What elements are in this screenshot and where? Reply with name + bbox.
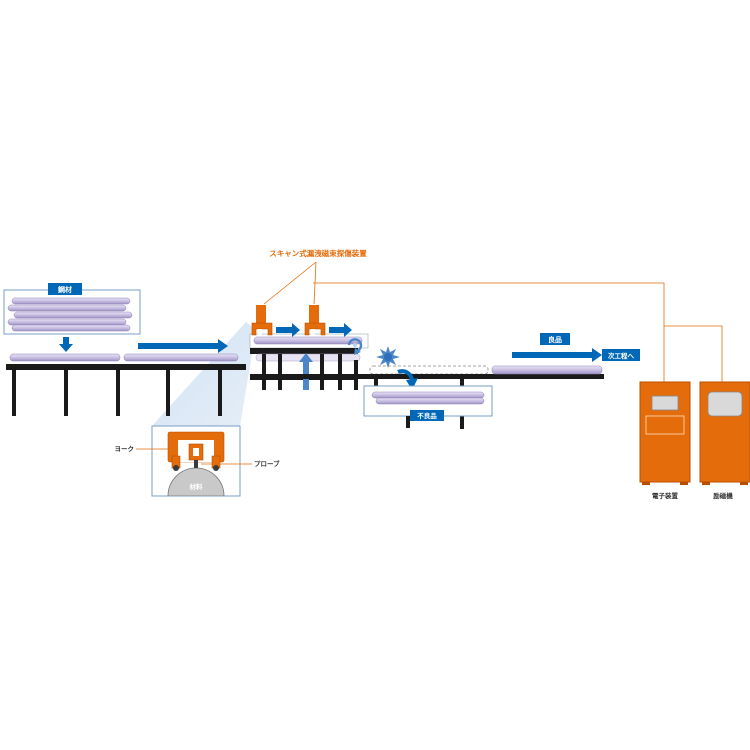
probe-label: プローブ bbox=[254, 459, 280, 468]
title-leader-lines bbox=[263, 261, 723, 382]
raw-material-pipes bbox=[7, 297, 133, 332]
scan-head-2 bbox=[304, 305, 326, 336]
scan-head-1 bbox=[251, 305, 273, 336]
magnetizer-cabinet bbox=[699, 381, 750, 485]
arrow-right-icon bbox=[276, 323, 300, 337]
arrow-right-icon bbox=[329, 323, 352, 337]
defective-label-bg bbox=[410, 410, 444, 421]
electronic-unit-cabinet bbox=[639, 381, 691, 485]
arrow-right-icon bbox=[138, 339, 228, 353]
material-label: 材料 bbox=[189, 482, 204, 491]
yoke-label: ヨーク bbox=[115, 444, 135, 453]
defective-box-leg bbox=[406, 416, 410, 428]
pipe-on-conveyor-2 bbox=[123, 353, 239, 362]
arrow-right-icon bbox=[512, 348, 602, 362]
electronic-unit-label: 電子装置 bbox=[652, 491, 679, 500]
good-product-label-bg bbox=[540, 333, 570, 345]
raw-material-label-bg bbox=[48, 283, 82, 295]
probe bbox=[188, 443, 204, 468]
magnetizer-label: 励磁機 bbox=[713, 491, 733, 500]
conveyor-rail-right bbox=[250, 374, 604, 379]
dashed-pipe-outline bbox=[369, 365, 489, 375]
defect-burst-icon bbox=[376, 346, 400, 368]
down-arrow-icon bbox=[59, 337, 73, 352]
rotation-icon bbox=[347, 338, 363, 355]
good-pipe bbox=[491, 365, 603, 375]
material-cross-section bbox=[167, 467, 225, 496]
defective-label: 不良品 bbox=[417, 411, 437, 420]
system-title: スキャン式漏洩磁束探傷装置 bbox=[269, 248, 367, 258]
good-product-label: 良品 bbox=[548, 335, 562, 344]
conveyor-legs-left bbox=[12, 370, 222, 416]
magnification-beam bbox=[152, 322, 256, 426]
conveyor-rail-left bbox=[6, 364, 246, 370]
defective-pipe-2 bbox=[375, 397, 485, 405]
drop-arrow-icon bbox=[397, 369, 418, 390]
next-process-label: 次工程へ bbox=[608, 351, 635, 360]
up-arrow-icon bbox=[299, 353, 313, 390]
next-process-label-bg bbox=[602, 349, 640, 361]
defective-pipe-1 bbox=[371, 391, 485, 399]
raw-material-label: 鋼材 bbox=[57, 285, 72, 294]
pipe-on-conveyor-1 bbox=[9, 353, 121, 362]
